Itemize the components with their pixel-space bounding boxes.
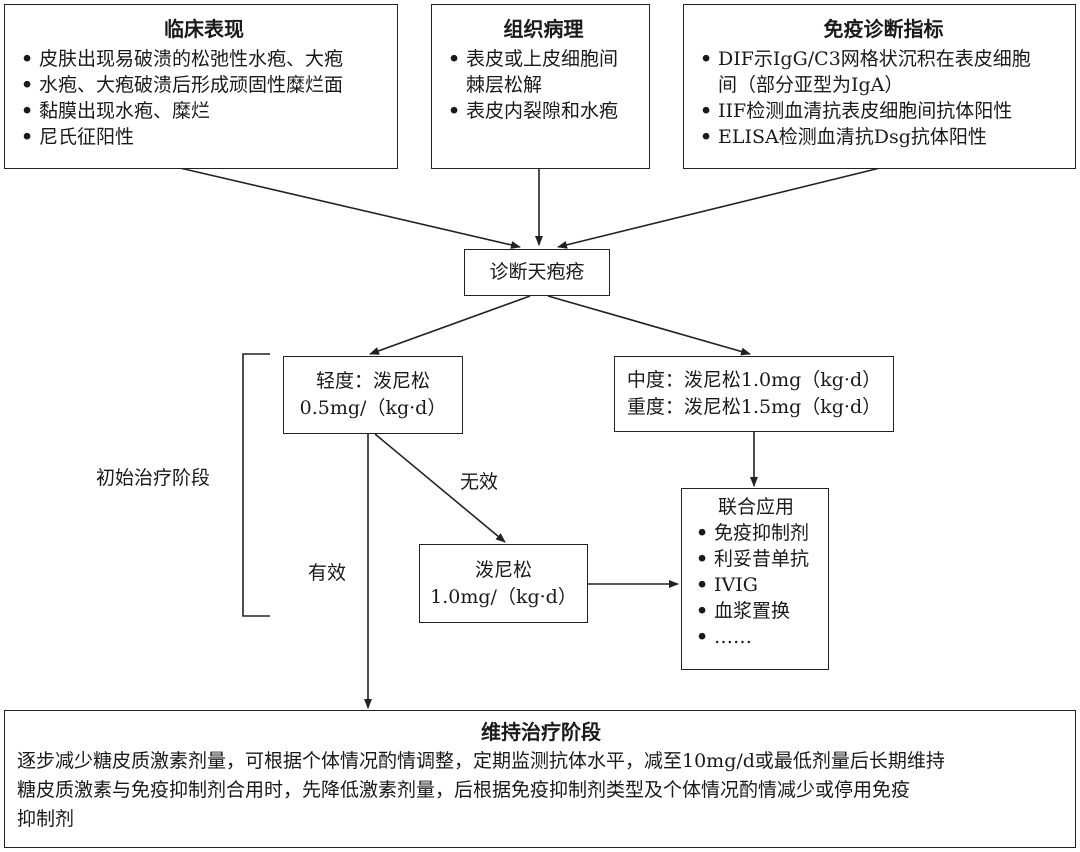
moderate-severe-box: 中度：泼尼松1.0mg（kg·d） 重度：泼尼松1.5mg（kg·d） xyxy=(614,356,894,432)
list-item: 表皮或上皮细胞间 xyxy=(446,46,641,72)
mild-box: 轻度：泼尼松 0.5mg/（kg·d） xyxy=(283,356,463,434)
list-item: 表皮内裂隙和水疱 xyxy=(446,98,641,124)
histo-title: 组织病理 xyxy=(503,17,584,41)
combination-box: 联合应用 免疫抑制剂 利妥昔单抗 IVIG 血浆置换 …… xyxy=(681,488,829,670)
immuno-list: DIF示IgG/C3网格状沉积在表皮细胞 间（部分亚型为IgA） IIF检测血清… xyxy=(698,46,1069,150)
list-item-continuation: 间（部分亚型为IgA） xyxy=(718,74,904,96)
maintenance-line3: 抑制剂 xyxy=(17,808,75,830)
bracket-initial-phase xyxy=(242,353,270,617)
histo-box: 组织病理 表皮或上皮细胞间 棘层松解 表皮内裂隙和水疱 xyxy=(431,4,650,169)
mild-line2: 0.5mg/（kg·d） xyxy=(299,397,447,419)
immuno-box: 免疫诊断指标 DIF示IgG/C3网格状沉积在表皮细胞 间（部分亚型为IgA） … xyxy=(683,4,1076,169)
prednisone-box: 泼尼松 1.0mg/（kg·d） xyxy=(419,544,588,623)
immuno-title: 免疫诊断指标 xyxy=(823,17,944,41)
mild-line1: 轻度：泼尼松 xyxy=(315,370,430,392)
arrow-diagnosis-to-mild xyxy=(369,295,531,355)
diagnosis-box: 诊断天疱疮 xyxy=(464,249,610,296)
ineffective-label: 无效 xyxy=(460,471,499,493)
arrow-diagnosis-to-moderate xyxy=(547,295,751,356)
clinical-list: 皮肤出现易破溃的松弛性水疱、大疱 水疱、大疱破溃后形成顽固性糜烂面 黏膜出现水疱… xyxy=(19,46,389,150)
initial-phase-label: 初始治疗阶段 xyxy=(96,467,211,489)
list-item: 皮肤出现易破溃的松弛性水疱、大疱 xyxy=(19,46,389,72)
maintenance-box: 维持治疗阶段 逐步减少糖皮质激素剂量，可根据个体情况酌情调整，定期监测抗体水平，… xyxy=(4,710,1076,848)
maintenance-line1: 逐步减少糖皮质激素剂量，可根据个体情况酌情调整，定期监测抗体水平，减至10mg/… xyxy=(17,750,945,772)
effective-label: 有效 xyxy=(308,562,347,584)
combination-list: 免疫抑制剂 利妥昔单抗 IVIG 血浆置换 …… xyxy=(694,520,824,650)
list-item: 利妥昔单抗 xyxy=(694,546,824,572)
list-item: 黏膜出现水疱、糜烂 xyxy=(19,98,389,124)
list-item: IIF检测血清抗表皮细胞间抗体阳性 xyxy=(698,98,1069,124)
arrow-immuno-to-diagnosis xyxy=(557,167,881,249)
arrow-mild-to-pred xyxy=(374,433,506,543)
prednisone-line2: 1.0mg/（kg·d） xyxy=(430,586,577,608)
maintenance-line2: 糖皮质激素与免疫抑制剂合用时，先降低激素剂量，后根据免疫抑制剂类型及个体情况酌情… xyxy=(17,779,911,801)
prednisone-line1: 泼尼松 xyxy=(474,559,532,581)
list-item: ELISA检测血清抗Dsg抗体阳性 xyxy=(698,124,1069,150)
maintenance-title: 维持治疗阶段 xyxy=(481,720,601,744)
list-item: 血浆置换 xyxy=(694,598,824,624)
list-item-continuation: 棘层松解 xyxy=(466,74,543,96)
combination-title: 联合应用 xyxy=(718,496,795,518)
clinical-title: 临床表现 xyxy=(164,17,244,41)
list-item: 水疱、大疱破溃后形成顽固性糜烂面 xyxy=(19,72,389,98)
clinical-box: 临床表现 皮肤出现易破溃的松弛性水疱、大疱 水疱、大疱破溃后形成顽固性糜烂面 黏… xyxy=(4,4,398,169)
severe-line: 重度：泼尼松1.5mg（kg·d） xyxy=(626,396,882,418)
list-item: DIF示IgG/C3网格状沉积在表皮细胞 xyxy=(698,46,1069,72)
diagnosis-text: 诊断天疱疮 xyxy=(489,261,585,283)
list-item: IVIG xyxy=(694,572,824,598)
list-item: 免疫抑制剂 xyxy=(694,520,824,546)
arrow-clinical-to-diagnosis xyxy=(179,167,521,249)
moderate-line: 中度：泼尼松1.0mg（kg·d） xyxy=(626,369,882,391)
histo-list: 表皮或上皮细胞间 棘层松解 表皮内裂隙和水疱 xyxy=(446,46,641,124)
list-item: …… xyxy=(694,624,824,650)
list-item: 尼氏征阳性 xyxy=(19,124,389,150)
